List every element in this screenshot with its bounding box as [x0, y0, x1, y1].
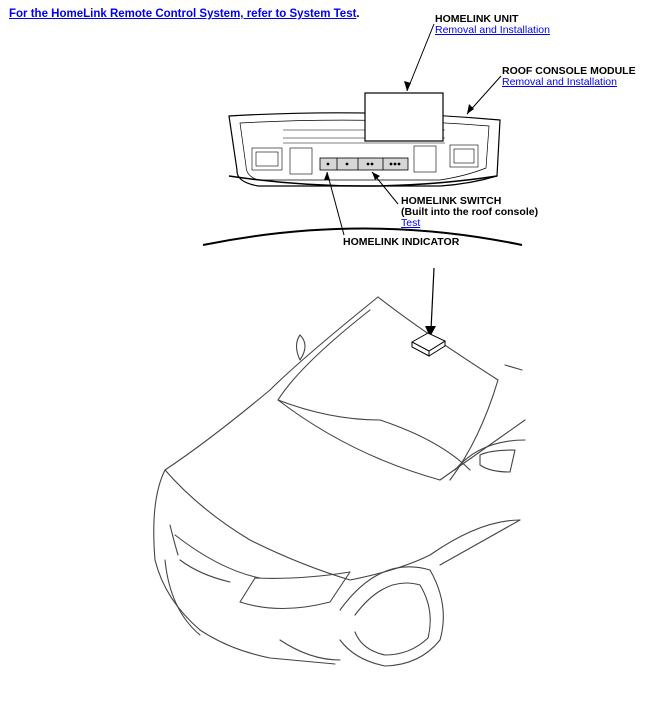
- roof-console-label: ROOF CONSOLE MODULE: [502, 65, 636, 77]
- separator-arc: [202, 227, 523, 246]
- system-test-link[interactable]: For the HomeLink Remote Control System, …: [9, 8, 357, 20]
- homelink-switch-strip: [319, 157, 409, 171]
- homelink-switch-label: HOMELINK SWITCH: [401, 195, 502, 207]
- pointer-line: [430, 267, 435, 331]
- roof-homelink-unit: [410, 332, 447, 357]
- homelink-unit-label: HOMELINK UNIT: [435, 13, 519, 25]
- homelink-switch-subtitle: (Built into the roof console): [401, 206, 539, 218]
- roof-console-callout: ROOF CONSOLE MODULE Removal and Installa…: [502, 66, 636, 88]
- car-outline: [153, 296, 526, 667]
- homelink-switch-test-link[interactable]: Test: [401, 217, 421, 229]
- homelink-unit-box: [364, 92, 444, 142]
- homelink-unit-callout: HOMELINK UNIT Removal and Installation: [435, 14, 550, 36]
- homelink-indicator-label: HOMELINK INDICATOR: [343, 236, 460, 248]
- homelink-switch-callout: HOMELINK SWITCH (Built into the roof con…: [401, 196, 538, 229]
- roof-console-removal-link[interactable]: Removal and Installation: [502, 76, 617, 88]
- pointer-arrowhead: [425, 326, 436, 337]
- header-period: .: [356, 8, 360, 20]
- homelink-indicator-callout: HOMELINK INDICATOR: [343, 237, 459, 248]
- header-line: For the HomeLink Remote Control System, …: [9, 8, 360, 20]
- homelink-unit-removal-link[interactable]: Removal and Installation: [435, 24, 550, 36]
